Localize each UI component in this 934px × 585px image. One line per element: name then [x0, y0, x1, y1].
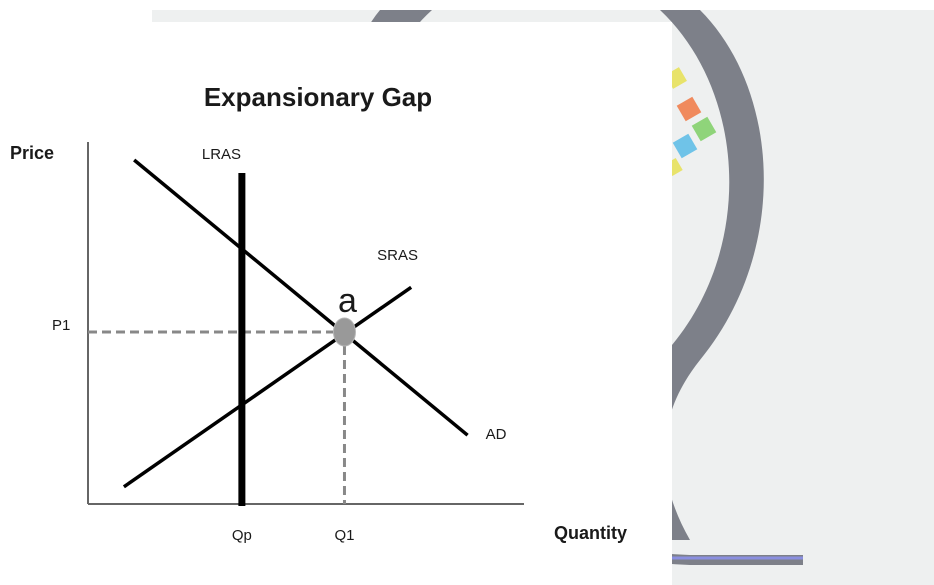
- point-layer: a: [332, 282, 357, 347]
- chart-title: Expansionary Gap: [204, 82, 432, 112]
- sras-line: [122, 285, 413, 489]
- chart: Expansionary Gap Price Quantity LRAS AD SR…: [10, 82, 627, 544]
- y-tick-label-p1: P1: [52, 317, 70, 334]
- x-tick-label-q1: Q1: [334, 527, 354, 544]
- lras-label: LRAS: [202, 146, 241, 163]
- ad-label: AD: [486, 426, 507, 443]
- y-axis-title: Price: [10, 143, 54, 163]
- reference-lines: [88, 330, 346, 504]
- series-layer: [122, 158, 469, 506]
- ad-line: [133, 158, 469, 437]
- equilibrium-label: a: [338, 282, 357, 320]
- x-tick-label-qp: Qp: [232, 527, 252, 544]
- equilibrium-point: [332, 317, 356, 347]
- cube-icon: [665, 67, 717, 177]
- label-layer: LRAS AD SRAS Qp Q1 P1: [52, 146, 507, 544]
- sras-label: SRAS: [377, 247, 418, 264]
- x-axis-title: Quantity: [554, 523, 627, 543]
- chart-card: Expansionary Gap Price Quantity LRAS AD SR…: [0, 22, 672, 585]
